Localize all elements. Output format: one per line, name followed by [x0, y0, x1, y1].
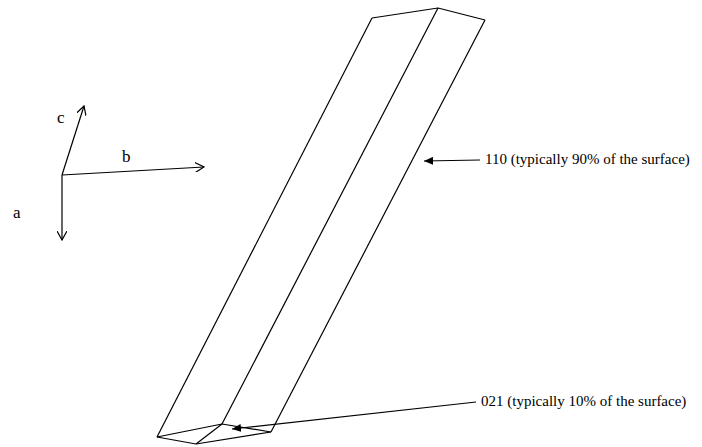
- axis-label: b: [121, 147, 132, 167]
- axis-arrows: [62, 106, 204, 240]
- axis-label: c: [56, 108, 66, 128]
- axis-label: a: [12, 203, 22, 223]
- face-label: 021 (typically 10% of the surface): [480, 393, 687, 410]
- face-label: 110 (typically 90% of the surface): [484, 151, 691, 168]
- prism-crystal: [157, 8, 485, 444]
- leader-arrows: [232, 160, 480, 429]
